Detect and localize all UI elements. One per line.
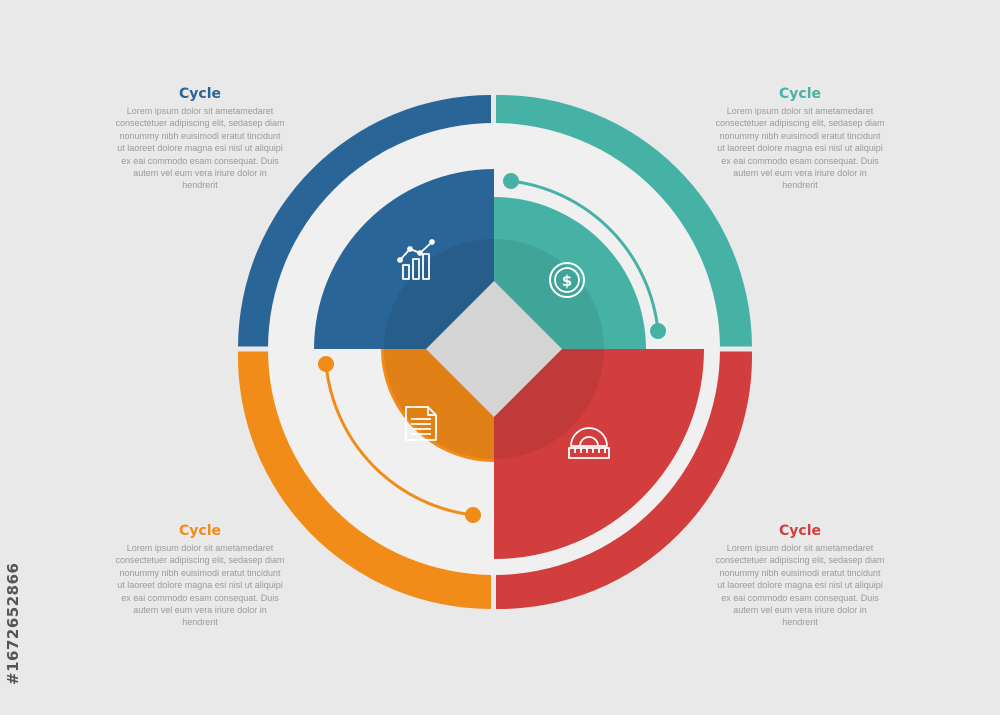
inner-wedge-red [494,349,704,559]
stock-id-label: #1672652866 [4,562,22,685]
item-title: Cycle [179,86,221,102]
item-bottom-right: Cycle Lorem ipsum dolor sit ametamedaret… [715,523,885,629]
connector-teal-end [650,323,666,339]
item-body: Lorem ipsum dolor sit ametamedaret conse… [715,543,885,628]
item-top-left: Cycle Lorem ipsum dolor sit ametamedaret… [115,86,285,192]
item-title: Cycle [779,523,821,539]
item-title: Cycle [179,523,221,539]
connector-teal-start [503,173,519,189]
dollar-coin-icon: $ [549,262,585,298]
item-body: Lorem ipsum dolor sit ametamedaret conse… [715,106,885,191]
inner-wedge-teal [494,197,646,349]
svg-text:$: $ [562,272,572,290]
connector-teal [510,179,660,332]
connector-orange-end [465,507,481,523]
document-icon [405,406,437,441]
item-title: Cycle [779,86,821,102]
connector-orange [324,363,474,517]
connector-orange-start [318,356,334,372]
item-top-right: Cycle Lorem ipsum dolor sit ametamedaret… [715,86,885,192]
protractor-icon [568,427,610,459]
center-diamond [426,281,562,417]
item-bottom-left: Cycle Lorem ipsum dolor sit ametamedaret… [115,523,285,629]
bar-chart-icon [397,239,435,280]
inner-wedge-blue [314,169,494,349]
item-body: Lorem ipsum dolor sit ametamedaret conse… [115,543,285,628]
item-body: Lorem ipsum dolor sit ametamedaret conse… [115,106,285,191]
